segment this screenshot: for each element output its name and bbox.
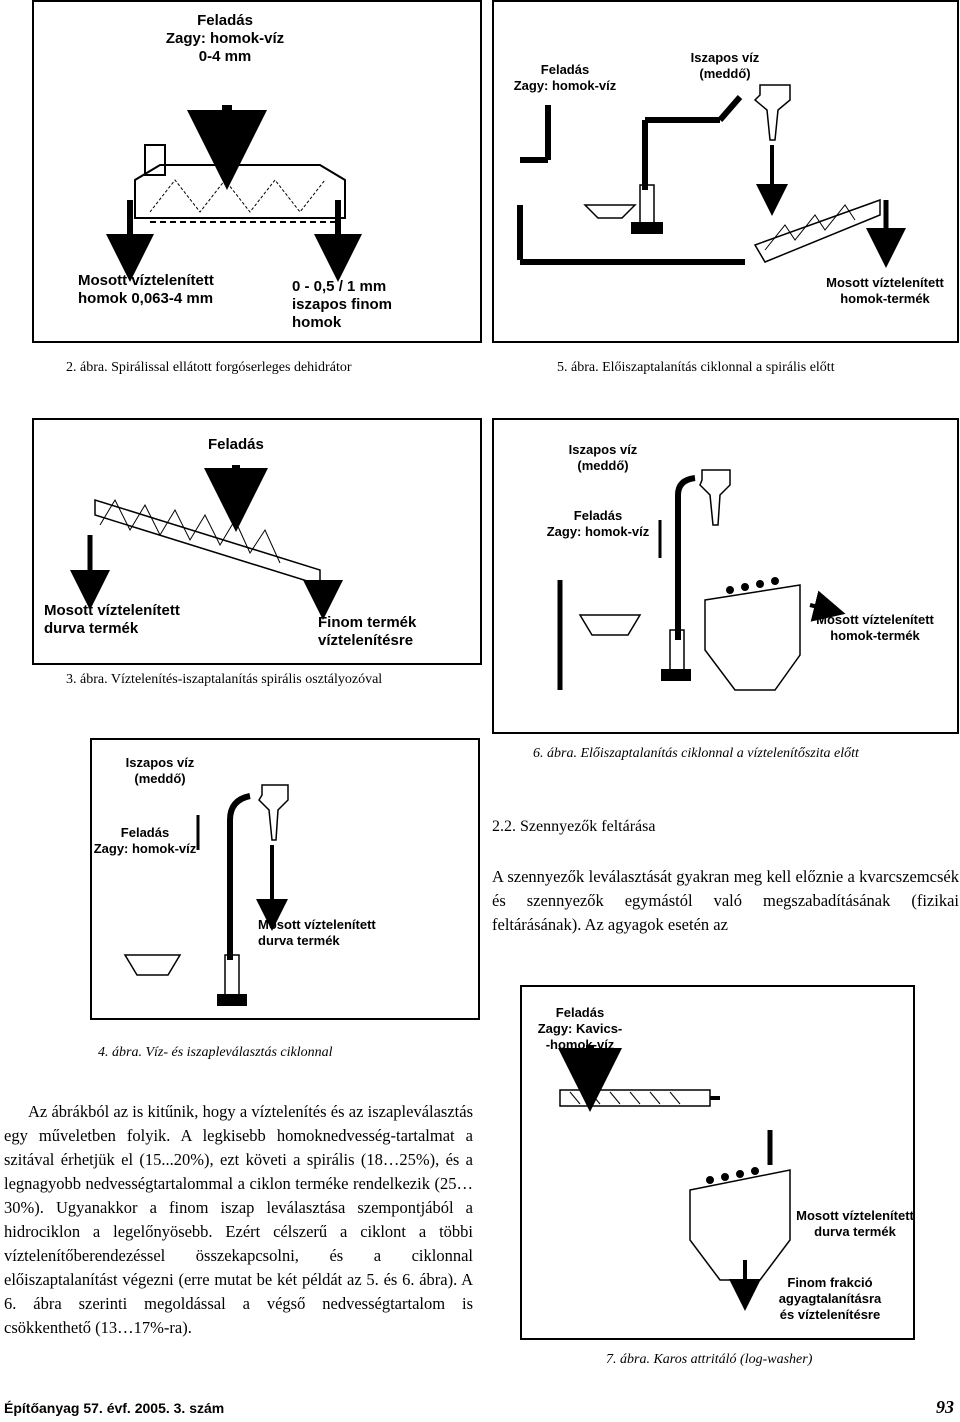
fig5-caption: 5. ábra. Előiszaptalanítás ciklonnal a s… bbox=[557, 360, 835, 375]
fig3-coarse-label: Mosott víztelenített durva termék bbox=[44, 602, 180, 637]
footer-journal: Építőanyag 57. évf. 2005. 3. szám bbox=[4, 1400, 225, 1416]
fig7-fine-label: Finom frakció agyagtalanításra és víztel… bbox=[778, 1275, 882, 1322]
fig7-feed-label: Feladás Zagy: Kavics- -homok-víz bbox=[537, 1005, 623, 1052]
section-paragraph: A szennyezők leválasztását gyakran meg k… bbox=[492, 867, 959, 934]
fig3-caption: 3. ábra. Víztelenítés-iszaptalanítás spi… bbox=[66, 672, 383, 687]
fig3-fine-label: Finom termék víztelenítésre bbox=[318, 614, 417, 649]
fig4-slurry-label: Iszapos víz (meddő) bbox=[125, 755, 195, 786]
fig5-drawing bbox=[517, 84, 906, 268]
fig2-feed-label: Feladás Zagy: homok-víz 0-4 mm bbox=[165, 12, 285, 65]
fig2-fine-label: 0 - 0,5 / 1 mm iszapos finom homok bbox=[292, 278, 393, 331]
fig4-caption: 4. ábra. Víz- és iszapleválasztás ciklon… bbox=[98, 1045, 333, 1060]
section-heading: 2.2. Szennyezők feltárása bbox=[492, 818, 656, 835]
fig6-feed-label: Feladás Zagy: homok-víz bbox=[546, 508, 650, 539]
footer-page-number: 93 bbox=[936, 1397, 954, 1417]
fig4-product-label: Mosott víztelenített durva termék bbox=[258, 917, 376, 948]
fig3-feed-label: Feladás bbox=[208, 436, 264, 453]
fig5-feed-label: Feladás Zagy: homok-víz bbox=[513, 62, 617, 93]
fig3-drawing bbox=[70, 465, 343, 620]
fig5-slurry-label: Iszapos víz (meddő) bbox=[690, 50, 760, 81]
fig6-product-label: Mosott víztelenített homok-termék bbox=[816, 612, 934, 643]
fig6-slurry-label: Iszapos víz (meddő) bbox=[568, 442, 638, 473]
figure-5-frame bbox=[492, 0, 959, 343]
figure-7-frame bbox=[520, 985, 915, 1340]
fig6-caption: 6. ábra. Előiszaptalanítás ciklonnal a v… bbox=[533, 746, 859, 761]
fig7-drawing bbox=[558, 1045, 791, 1311]
fig7-coarse-label: Mosott víztelenített durva termék bbox=[796, 1208, 914, 1239]
fig5-product-label: Mosott víztelenített homok-termék bbox=[826, 275, 944, 306]
fig2-washed-label: Mosott víztelenített homok 0,063-4 mm bbox=[78, 272, 214, 307]
fig6-drawing bbox=[557, 469, 846, 691]
fig2-drawing bbox=[106, 105, 362, 282]
fig2-caption: 2. ábra. Spirálissal ellátott forgóserle… bbox=[66, 360, 352, 375]
fig4-drawing bbox=[123, 784, 289, 1006]
body-paragraph: Az ábrákból az is kitűnik, hogy a víztel… bbox=[4, 1102, 473, 1337]
fig7-caption: 7. ábra. Karos attritáló (log-washer) bbox=[606, 1352, 813, 1367]
fig4-feed-label: Feladás Zagy: homok-víz bbox=[93, 825, 197, 856]
